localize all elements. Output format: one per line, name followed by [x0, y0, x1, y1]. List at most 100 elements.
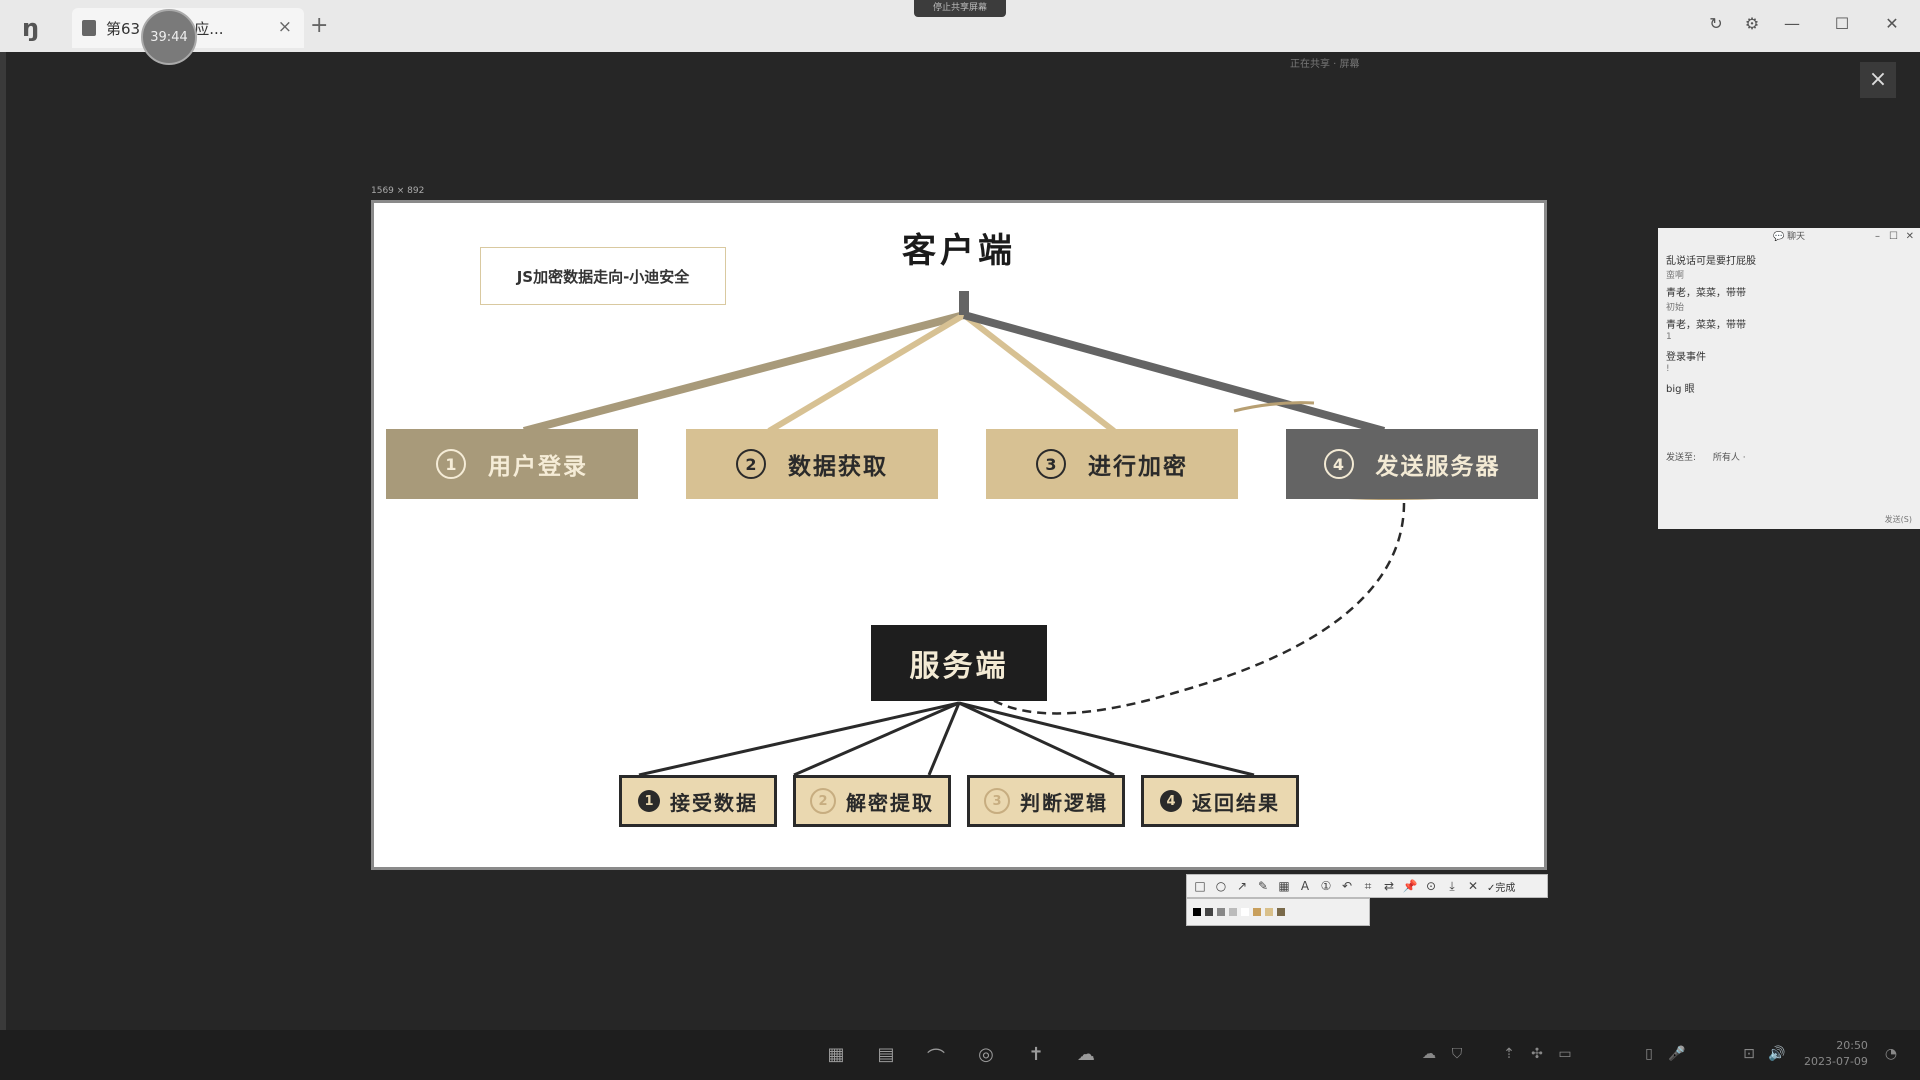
step-number: 1	[638, 790, 660, 812]
color-swatch[interactable]	[1205, 908, 1213, 916]
document-icon	[82, 20, 96, 36]
notification-icon[interactable]: ◔	[1884, 1046, 1898, 1062]
step-number: 3	[1036, 449, 1066, 479]
undo-icon[interactable]: ↶	[1341, 879, 1353, 893]
chat-icon: 💬	[1772, 232, 1785, 242]
tool-app-icon[interactable]: ⌒	[927, 1048, 945, 1069]
color-swatch[interactable]	[1241, 908, 1249, 916]
clock-date: 2023-07-09	[1804, 1055, 1868, 1068]
step-label: 进行加密	[1088, 454, 1188, 480]
step-label: 返回结果	[1192, 790, 1280, 815]
ocr-icon[interactable]: ⌗	[1364, 879, 1372, 893]
color-swatch[interactable]	[1277, 908, 1285, 916]
color-swatch[interactable]	[1229, 908, 1237, 916]
step-label: 解密提取	[846, 790, 934, 815]
maximize-button[interactable]: ☐	[1834, 14, 1850, 33]
window-titlebar: ŋ 第63 攻防-JS应... × 39:44 + 停止共享屏幕 ↻ ⚙ — ☐…	[0, 0, 1920, 65]
done-button[interactable]: ✓完成	[1487, 882, 1516, 894]
chat-panel: 💬 聊天 – ☐ ✕ 发送至: 所有人 · 发送(S) 乱说话可是要打屁股蛮啊青…	[1658, 228, 1920, 529]
tray-phone-icon[interactable]: ▯	[1645, 1046, 1653, 1062]
pin-icon[interactable]: 📌	[1402, 879, 1418, 893]
server-heading: 服务端	[871, 625, 1047, 701]
server-step-2: 2 解密提取	[793, 775, 951, 827]
chat-title: 聊天	[1787, 232, 1806, 242]
server-step-4: 4 返回结果	[1141, 775, 1299, 827]
chat-message: 初始	[1666, 303, 1685, 313]
chat-message: 青老，菜菜，带带	[1666, 288, 1746, 299]
tray-shield-icon[interactable]: ⛉	[1451, 1046, 1463, 1062]
step-number: 2	[736, 449, 766, 479]
chat-send-button[interactable]: 发送(S)	[1884, 515, 1912, 524]
app-logo: ŋ	[22, 14, 40, 42]
step-label: 接受数据	[670, 790, 758, 815]
step-label: 发送服务器	[1375, 454, 1501, 480]
refresh-icon[interactable]: ↻	[1709, 14, 1723, 33]
arrow-icon[interactable]: ↗	[1236, 879, 1248, 893]
chat-header: 💬 聊天 – ☐ ✕	[1658, 228, 1920, 246]
tray-display-icon[interactable]: ⊡	[1743, 1046, 1755, 1062]
tray-upload-icon[interactable]: ⇡	[1503, 1046, 1515, 1062]
screen-app-icon[interactable]: ▤	[877, 1044, 895, 1065]
step-number: 3	[984, 788, 1010, 814]
chat-minimize-button[interactable]: –	[1875, 231, 1880, 242]
send-to-value[interactable]: 所有人 ·	[1712, 453, 1746, 463]
step-number: 1	[436, 449, 466, 479]
color-swatch[interactable]	[1193, 908, 1201, 916]
tab-close-button[interactable]: ×	[277, 17, 292, 37]
chat-message: 1	[1666, 332, 1672, 342]
number-icon[interactable]: ①	[1320, 879, 1332, 893]
camera-app-icon[interactable]: ◎	[978, 1044, 994, 1065]
pin-app-icon[interactable]: ✝	[1028, 1044, 1044, 1065]
step-number: 4	[1160, 790, 1182, 812]
timer-badge: 39:44	[141, 9, 197, 65]
grid-app-icon[interactable]: ▦	[827, 1044, 845, 1065]
overlay-close-button[interactable]: ×	[1860, 62, 1896, 98]
chat-message: 青老，菜菜，带带	[1666, 320, 1746, 331]
chat-message: 蛮啊	[1666, 271, 1685, 281]
chat-message: big 眼	[1666, 384, 1695, 395]
tray-network-icon[interactable]: ✣	[1531, 1046, 1543, 1062]
tray-volume-icon[interactable]: 🔊	[1768, 1046, 1786, 1062]
chat-message: 登录事件	[1666, 352, 1706, 363]
step-number: 2	[810, 788, 836, 814]
pen-icon[interactable]: ✎	[1257, 879, 1269, 893]
cloud-app-icon[interactable]: ☁	[1077, 1044, 1095, 1065]
tray-cloud-icon[interactable]: ☁	[1422, 1046, 1436, 1062]
chat-popout-button[interactable]: ☐	[1889, 231, 1898, 242]
step-number: 4	[1323, 449, 1354, 479]
step-label: 用户登录	[488, 454, 588, 480]
ellipse-icon[interactable]: ○	[1215, 879, 1227, 893]
mosaic-icon[interactable]: ▦	[1278, 879, 1290, 893]
client-step-3: 3 进行加密	[986, 429, 1238, 499]
chat-close-button[interactable]: ✕	[1905, 231, 1914, 242]
download-icon[interactable]: ⤓	[1449, 879, 1455, 893]
client-step-4: 4 发送服务器	[1286, 429, 1538, 499]
color-swatch[interactable]	[1265, 908, 1273, 916]
chat-message: !	[1666, 364, 1670, 374]
cancel-icon[interactable]: ✕	[1467, 879, 1479, 893]
left-edge-bar	[0, 52, 6, 1030]
chat-message: 乱说话可是要打屁股	[1666, 256, 1756, 267]
sharing-caption: 正在共享 · 屏幕	[1290, 59, 1360, 70]
system-clock[interactable]: 20:50 2023-07-09	[1804, 1038, 1868, 1070]
captured-slide[interactable]: JS加密数据走向-小迪安全 客户端 1 用户登录 2 数据获取 3 进行加密 4…	[371, 200, 1547, 870]
client-step-2: 2 数据获取	[686, 429, 938, 499]
translate-icon[interactable]: ⇄	[1383, 879, 1395, 893]
window-close-button[interactable]: ✕	[1885, 14, 1899, 33]
send-to-row[interactable]: 发送至: 所有人 ·	[1666, 450, 1746, 463]
text-icon[interactable]: A	[1300, 879, 1310, 893]
rectangle-icon[interactable]: □	[1194, 879, 1206, 893]
stop-sharing-banner[interactable]: 停止共享屏幕	[914, 0, 1006, 17]
tray-monitor-icon[interactable]: ▭	[1558, 1046, 1572, 1062]
minimize-button[interactable]: —	[1784, 14, 1800, 33]
new-tab-button[interactable]: +	[310, 13, 329, 38]
tray-mic-icon[interactable]: 🎤	[1668, 1046, 1686, 1062]
save-icon[interactable]: ⊙	[1425, 879, 1437, 893]
settings-icon[interactable]: ⚙	[1744, 14, 1760, 33]
color-swatch[interactable]	[1217, 908, 1225, 916]
send-to-label: 发送至:	[1666, 453, 1697, 463]
color-swatch[interactable]	[1253, 908, 1261, 916]
capture-dimensions: 1569 × 892	[371, 186, 425, 196]
color-palette	[1186, 898, 1370, 926]
